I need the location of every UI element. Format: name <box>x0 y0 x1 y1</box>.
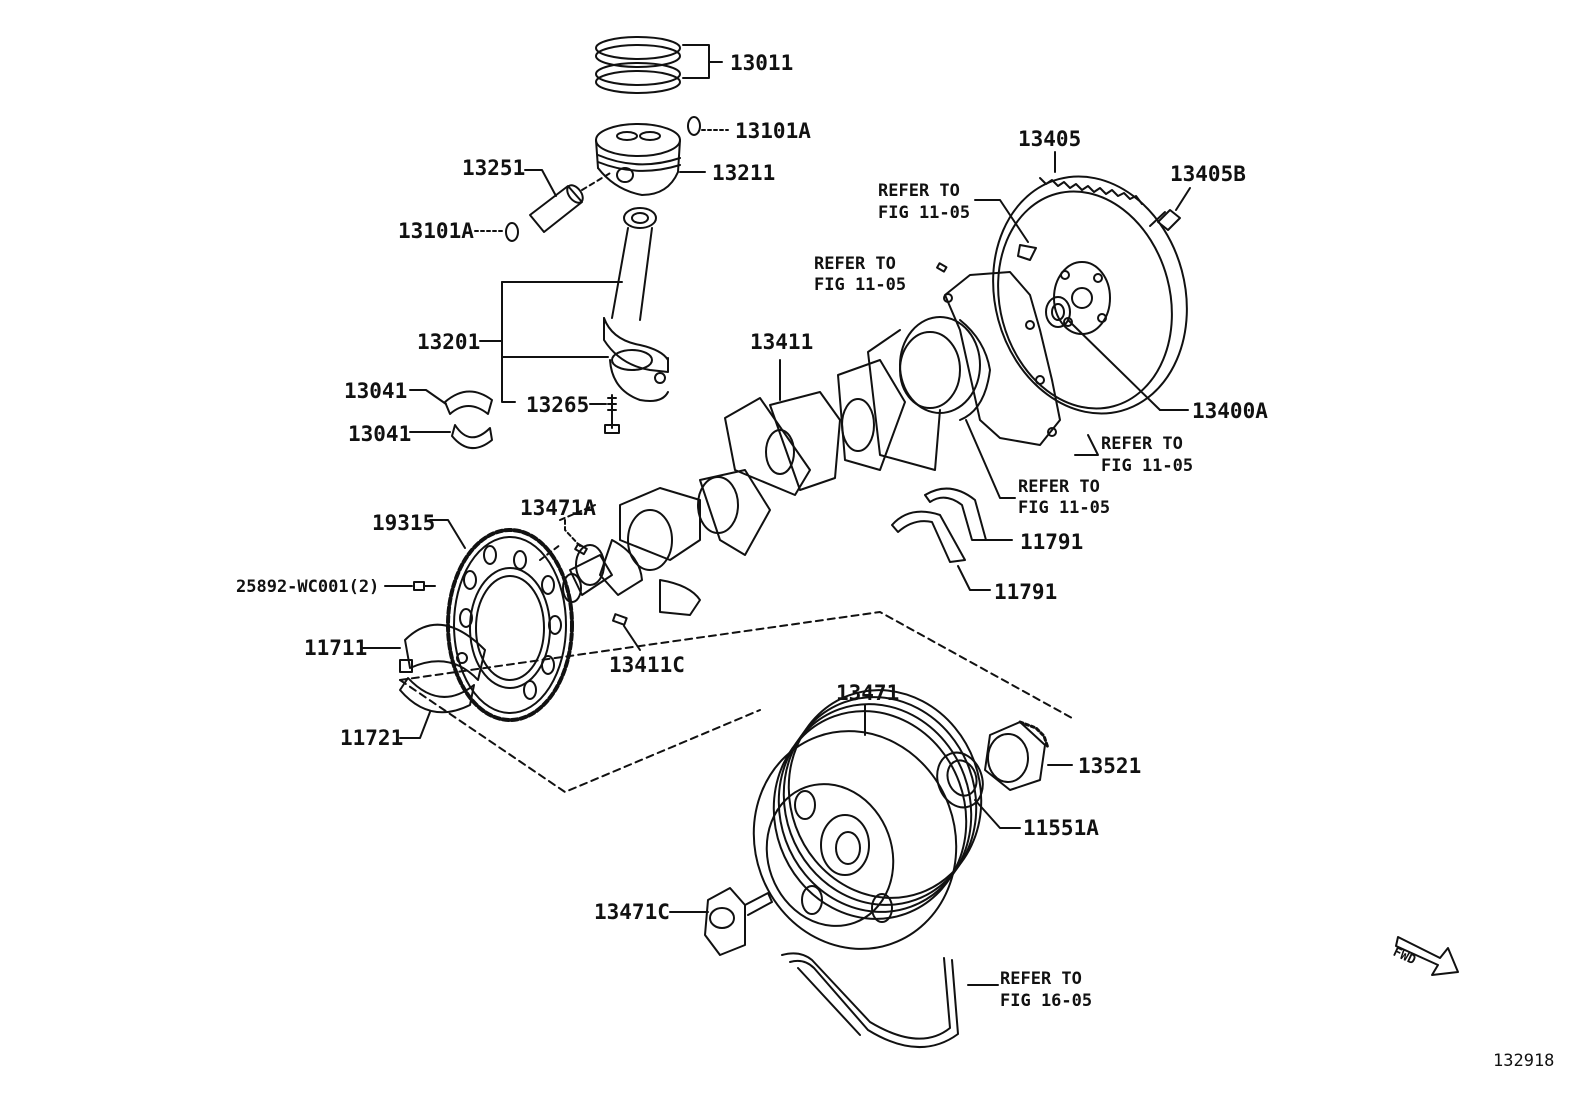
drive-belt <box>781 952 999 1049</box>
crankshaft <box>562 316 991 616</box>
refer-leader-4 <box>965 419 1016 499</box>
piston-rings <box>595 36 723 94</box>
refer-note-2-line2: FIG 11-05 <box>814 275 907 295</box>
conrod-bolt <box>589 394 620 434</box>
label-13411[interactable]: 13411 <box>750 330 814 354</box>
label-13521[interactable]: 13521 <box>1078 754 1142 778</box>
refer-note-4-line1: REFER TO <box>1018 477 1100 497</box>
label-13101A-left[interactable]: 13101A <box>398 219 474 243</box>
label-11791-b[interactable]: 11791 <box>994 580 1058 604</box>
pilot-bearing <box>1045 296 1189 411</box>
group-outline <box>399 611 1073 719</box>
bracket-13201 <box>501 281 516 403</box>
main-bearings <box>361 623 486 739</box>
piston-pin-clip-top <box>687 116 729 136</box>
refer-note-5-line2: FIG 16-05 <box>1000 991 1093 1011</box>
label-13041-a[interactable]: 13041 <box>344 379 408 403</box>
flywheel <box>992 151 1188 415</box>
connecting-rod <box>603 207 669 402</box>
label-13011[interactable]: 13011 <box>730 51 794 75</box>
refer-note-1-line1: REFER TO <box>878 181 960 201</box>
crankshaft-pulley-bolt <box>669 887 773 956</box>
label-13405B[interactable]: 13405B <box>1170 162 1246 186</box>
refer-note-2-line1: REFER TO <box>814 254 896 274</box>
front-oil-seal <box>936 751 1021 829</box>
label-13251[interactable]: 13251 <box>462 156 526 180</box>
crank-pulley-key <box>564 519 588 556</box>
label-13411C[interactable]: 13411C <box>609 653 685 677</box>
label-13471A[interactable]: 13471A <box>520 496 596 520</box>
label-11721[interactable]: 11721 <box>340 726 404 750</box>
refer-note-3-line1: REFER TO <box>1101 434 1183 454</box>
refer-note-3-line2: FIG 11-05 <box>1101 456 1194 476</box>
forward-arrow-icon <box>1395 936 1459 976</box>
refer-leader-1 <box>974 199 1029 243</box>
timing-rotor <box>429 519 574 722</box>
label-13400A[interactable]: 13400A <box>1192 399 1268 423</box>
label-13471[interactable]: 13471 <box>836 681 900 705</box>
refer-leader-3 <box>1074 434 1099 456</box>
piston-pin <box>524 169 613 233</box>
conrod-bearings <box>409 389 493 449</box>
label-13405[interactable]: 13405 <box>1018 127 1082 151</box>
label-13201[interactable]: 13201 <box>417 330 481 354</box>
thrust-washers <box>891 487 1013 591</box>
label-11711[interactable]: 11711 <box>304 636 368 660</box>
piston <box>595 123 706 196</box>
label-13041-b[interactable]: 13041 <box>348 422 412 446</box>
refer-note-4-line2: FIG 11-05 <box>1018 498 1111 518</box>
refer-note-1-line2: FIG 11-05 <box>878 203 971 223</box>
refer-note-5-line1: REFER TO <box>1000 969 1082 989</box>
label-19315[interactable]: 19315 <box>372 511 436 535</box>
timing-rotor-bolt <box>384 581 436 591</box>
label-11791-a[interactable]: 11791 <box>1020 530 1084 554</box>
label-13101A-top[interactable]: 13101A <box>735 119 811 143</box>
label-13265[interactable]: 13265 <box>526 393 590 417</box>
label-25892-WC001[interactable]: 25892-WC001(2) <box>236 577 380 597</box>
crankshaft-pulley <box>752 689 983 950</box>
flywheel-bolt <box>1149 187 1191 231</box>
crankshaft-timing-gear <box>984 720 1073 791</box>
crankshaft-pin <box>611 613 641 651</box>
label-13211[interactable]: 13211 <box>712 161 776 185</box>
piston-pin-clip-left <box>474 222 519 242</box>
label-11551A[interactable]: 11551A <box>1023 816 1099 840</box>
figure-id: 132918 <box>1493 1051 1555 1071</box>
label-13471C[interactable]: 13471C <box>594 900 670 924</box>
